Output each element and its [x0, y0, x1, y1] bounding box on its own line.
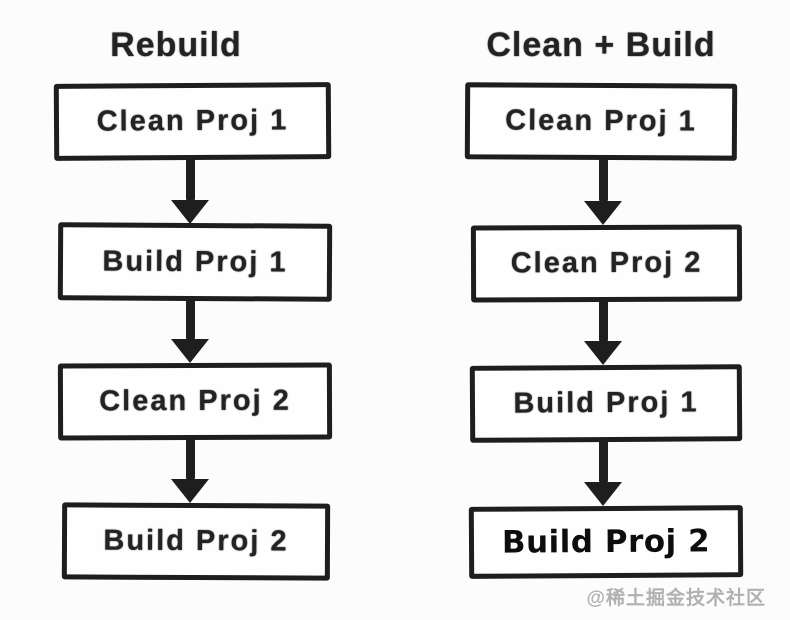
arrow-head	[171, 479, 209, 503]
arrow-head	[171, 339, 209, 363]
flow-box-label: Build Proj 2	[501, 523, 711, 561]
arrow-stem	[185, 439, 195, 479]
flow-box-rebuild-step1: Clean Proj 1	[53, 82, 332, 161]
arrow-head	[584, 201, 622, 225]
column-title-clean-build: Clean + Build	[486, 26, 716, 64]
arrow-head	[171, 200, 209, 224]
flow-box-cleanbuild-step4: Build Proj 2	[468, 505, 744, 579]
arrow-stem	[598, 159, 608, 201]
flow-box-rebuild-step2: Build Proj 1	[57, 222, 333, 302]
flow-box-label: Clean Proj 2	[510, 246, 703, 280]
column-title-rebuild: Rebuild	[110, 26, 242, 64]
flow-box-label: Build Proj 1	[102, 245, 288, 278]
arrow-stem	[185, 300, 195, 339]
flow-box-rebuild-step4: Build Proj 2	[61, 502, 331, 581]
arrow-stem	[185, 159, 195, 200]
arrow-head	[584, 482, 622, 506]
down-arrow-icon	[583, 159, 623, 225]
arrow-stem	[598, 441, 608, 482]
down-arrow-icon	[583, 441, 623, 506]
arrow-stem	[598, 301, 608, 341]
flow-box-cleanbuild-step1: Clean Proj 1	[464, 82, 738, 161]
flow-box-rebuild-step3: Clean Proj 2	[57, 362, 333, 441]
arrow-head	[584, 341, 622, 365]
down-arrow-icon	[170, 159, 210, 224]
down-arrow-icon	[170, 439, 210, 503]
watermark-text: @稀土掘金技术社区	[586, 588, 766, 609]
flow-box-label: Clean Proj 1	[505, 104, 697, 138]
down-arrow-icon	[583, 301, 623, 365]
flow-box-label: Build Proj 2	[103, 524, 289, 558]
flow-box-label: Clean Proj 2	[99, 384, 291, 418]
flow-box-cleanbuild-step2: Clean Proj 2	[470, 224, 743, 303]
flow-box-cleanbuild-step3: Build Proj 1	[469, 364, 743, 443]
down-arrow-icon	[170, 300, 210, 363]
flow-box-label: Build Proj 1	[513, 386, 699, 420]
flow-box-label: Clean Proj 1	[96, 104, 289, 138]
